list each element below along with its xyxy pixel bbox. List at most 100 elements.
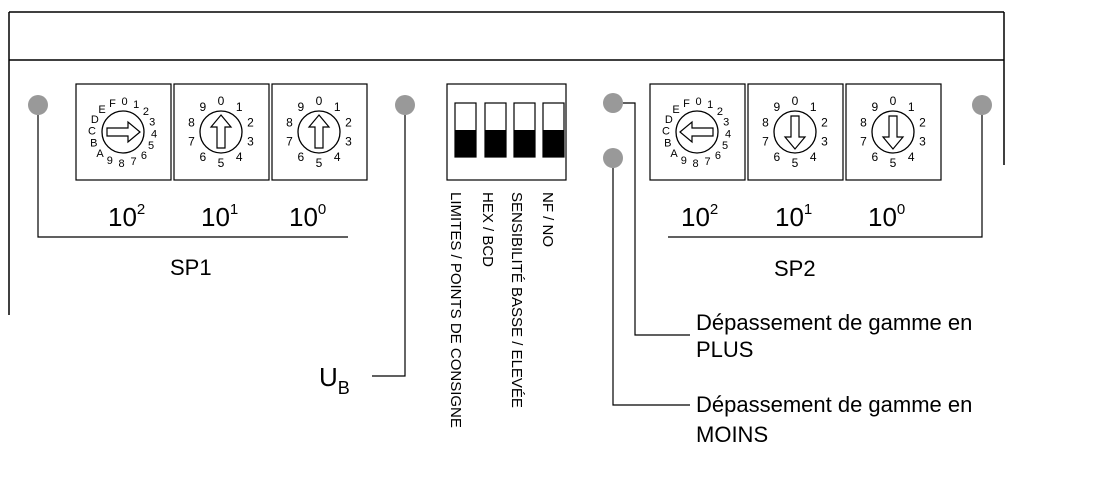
dial-position-label: 7 xyxy=(860,135,867,149)
dial-position-label: 3 xyxy=(821,135,828,149)
ub-leader-line xyxy=(372,115,406,377)
dial-position-label: 5 xyxy=(148,140,154,152)
dial-position-label: 2 xyxy=(143,106,149,118)
dial-position-label: 8 xyxy=(762,115,769,129)
led-group xyxy=(28,93,992,168)
dial-position-label: 2 xyxy=(247,115,254,129)
dial-position-label: 9 xyxy=(107,155,113,167)
dial-position-label: 0 xyxy=(695,96,701,108)
sp1-multiplier-hundreds: 102 xyxy=(108,201,145,232)
sp2-multiplier-units: 100 xyxy=(868,201,905,232)
dial-position-label: 8 xyxy=(118,158,124,170)
dial-position-label: 3 xyxy=(919,135,926,149)
dial-position-label: 2 xyxy=(717,106,723,118)
dial-position-label: C xyxy=(88,126,96,138)
dial-position-label: 5 xyxy=(218,156,225,170)
dial-position-label: 3 xyxy=(149,117,155,129)
dip-label-sensitivity: SENSIBILITÉ BASSE / ELEVÉE xyxy=(508,192,525,408)
callout-plus-leader xyxy=(623,102,690,336)
sp2-multiplier-hundreds: 102 xyxy=(681,201,718,232)
sp2-bracket-line xyxy=(668,115,983,238)
dial-position-label: 3 xyxy=(345,135,352,149)
led-overrange-minus xyxy=(603,148,623,168)
housing-outline xyxy=(8,11,1005,315)
dial-position-label: 2 xyxy=(919,115,926,129)
led-ub xyxy=(395,95,415,115)
dial-position-label: 0 xyxy=(121,96,127,108)
dial-position-label: 1 xyxy=(334,100,341,114)
callout-minus-leader xyxy=(612,168,690,406)
ub-label: UB xyxy=(319,362,350,398)
sp2-multipliers: 102 101 100 xyxy=(681,201,905,232)
sp2-label: SP2 xyxy=(774,256,816,281)
dial-position-label: F xyxy=(683,98,690,110)
dial-position-label: 5 xyxy=(316,156,323,170)
dial-position-label: 0 xyxy=(316,94,323,108)
sp1-dial-box-units xyxy=(271,83,368,181)
dial-position-label: 7 xyxy=(130,156,136,168)
dial-position-label: 4 xyxy=(334,150,341,164)
sp1-multiplier-tens: 101 xyxy=(201,201,238,232)
dial-position-label: 8 xyxy=(692,158,698,170)
callout-plus-line2: PLUS xyxy=(696,337,753,362)
sp2-dial-box-tens xyxy=(747,83,844,181)
sp2-dial-box-hundreds xyxy=(649,83,746,181)
dial-position-label: 1 xyxy=(133,99,139,111)
dial-arrow-icon xyxy=(783,115,807,150)
dial-position-label: E xyxy=(672,104,679,116)
dial-position-label: 4 xyxy=(725,129,731,141)
callout-plus-line1: Dépassement de gamme en xyxy=(696,310,972,335)
led-sp2 xyxy=(972,95,992,115)
dial-position-label: 0 xyxy=(890,94,897,108)
dial-position-label: 5 xyxy=(722,140,728,152)
dip-switch-lever xyxy=(543,130,564,157)
dial-position-label: E xyxy=(98,104,105,116)
dial-position-label: B xyxy=(664,138,671,150)
dial-position-label: 6 xyxy=(773,150,780,164)
dial-arrow-icon xyxy=(209,114,233,149)
dial-position-label: 9 xyxy=(871,100,878,114)
dial-position-label: 0 xyxy=(218,94,225,108)
sp1-dial-box-tens xyxy=(173,83,270,181)
dial-position-label: 6 xyxy=(871,150,878,164)
dial-position-label: 6 xyxy=(297,150,304,164)
dial-position-label: 4 xyxy=(151,129,157,141)
dial-position-label: B xyxy=(90,138,97,150)
dial-arrow-icon xyxy=(307,114,331,149)
dial-position-label: 3 xyxy=(247,135,254,149)
sp2-dial-box-units xyxy=(845,83,942,181)
dial-position-label: 2 xyxy=(821,115,828,129)
dial-position-label: D xyxy=(665,114,673,126)
dial-position-label: 6 xyxy=(715,150,721,162)
dip-label-nf-no: NF / NO xyxy=(539,192,556,247)
sp1-label: SP1 xyxy=(170,255,212,280)
dip-switch-lever xyxy=(485,130,506,157)
dial-position-label: 4 xyxy=(236,150,243,164)
sp1-multipliers: 102 101 100 xyxy=(108,201,326,232)
dial-position-label: C xyxy=(662,126,670,138)
sp1-dial-box-hundreds xyxy=(75,83,172,181)
dial-position-label: 9 xyxy=(297,100,304,114)
dip-switch-block xyxy=(446,83,567,181)
dial-arrow-icon xyxy=(881,115,905,150)
callout-minus-line2: MOINS xyxy=(696,422,768,447)
led-sp1 xyxy=(28,95,48,115)
dial-position-label: 4 xyxy=(908,150,915,164)
sp1-bracket-line xyxy=(37,115,348,238)
dial-position-label: F xyxy=(109,98,116,110)
dip-label-limits: LIMITES / POINTS DE CONSIGNE xyxy=(447,192,464,428)
dip-switch-lever xyxy=(514,130,535,157)
dial-position-label: 1 xyxy=(810,100,817,114)
dial-position-label: 5 xyxy=(792,156,799,170)
sp1-multiplier-units: 100 xyxy=(289,201,326,232)
dial-position-label: 8 xyxy=(860,115,867,129)
